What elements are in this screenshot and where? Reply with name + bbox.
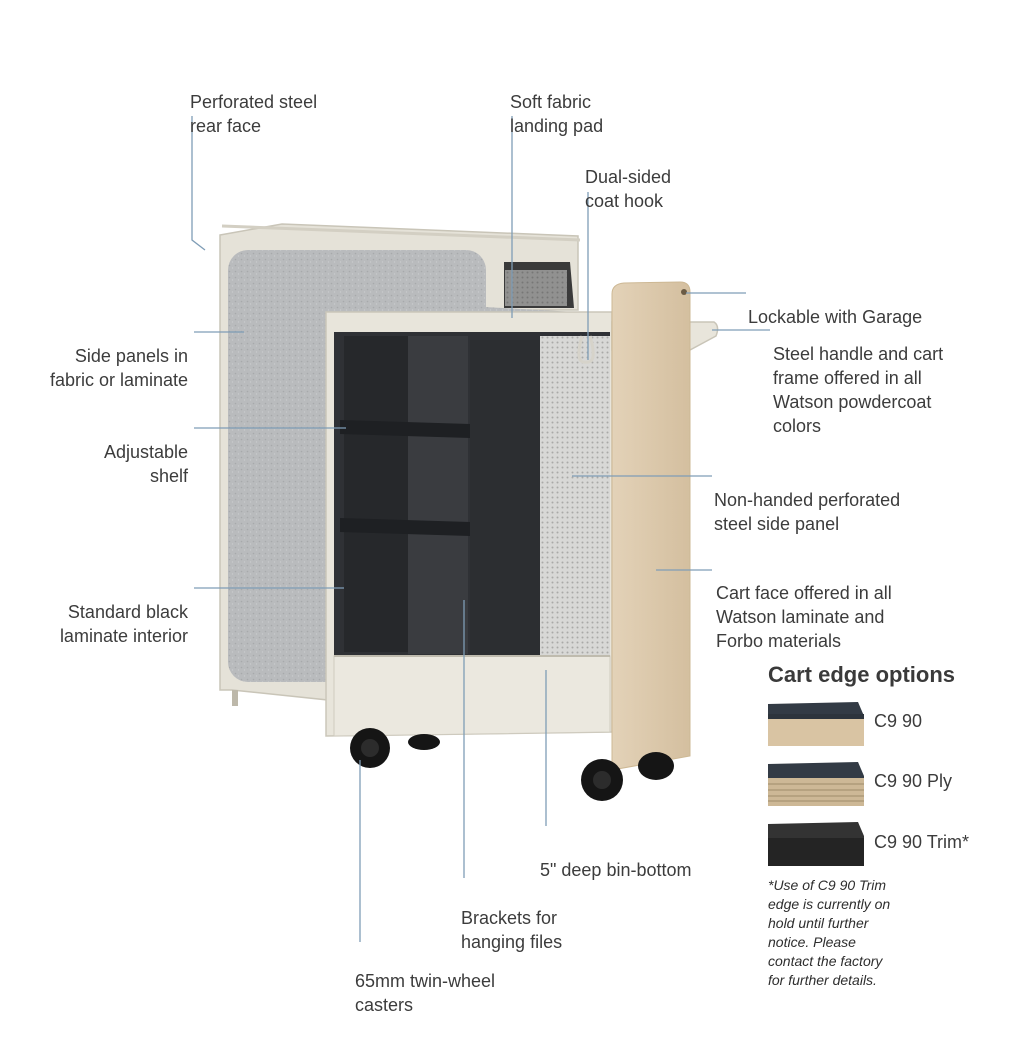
front-cart [325,281,719,771]
edge-options-title: Cart edge options [768,662,956,687]
cart-illustration [191,116,770,942]
label-bin-bottom: 5" deep bin-bottom [540,860,692,880]
swatch-c9-90-trim [768,822,864,866]
swatch-c9-90-ply [768,762,864,806]
swatch-label-c9-90-trim: C9 90 Trim* [874,832,970,852]
leader-lines [191,116,770,942]
swatch-label-c9-90: C9 90 [874,711,923,731]
casters [350,728,674,801]
swatch-c9-90 [768,702,864,746]
label-lockable: Lockable with Garage [748,307,923,327]
swatch-label-c9-90-ply: C9 90 Ply [874,771,953,791]
edge-swatches [768,702,864,866]
